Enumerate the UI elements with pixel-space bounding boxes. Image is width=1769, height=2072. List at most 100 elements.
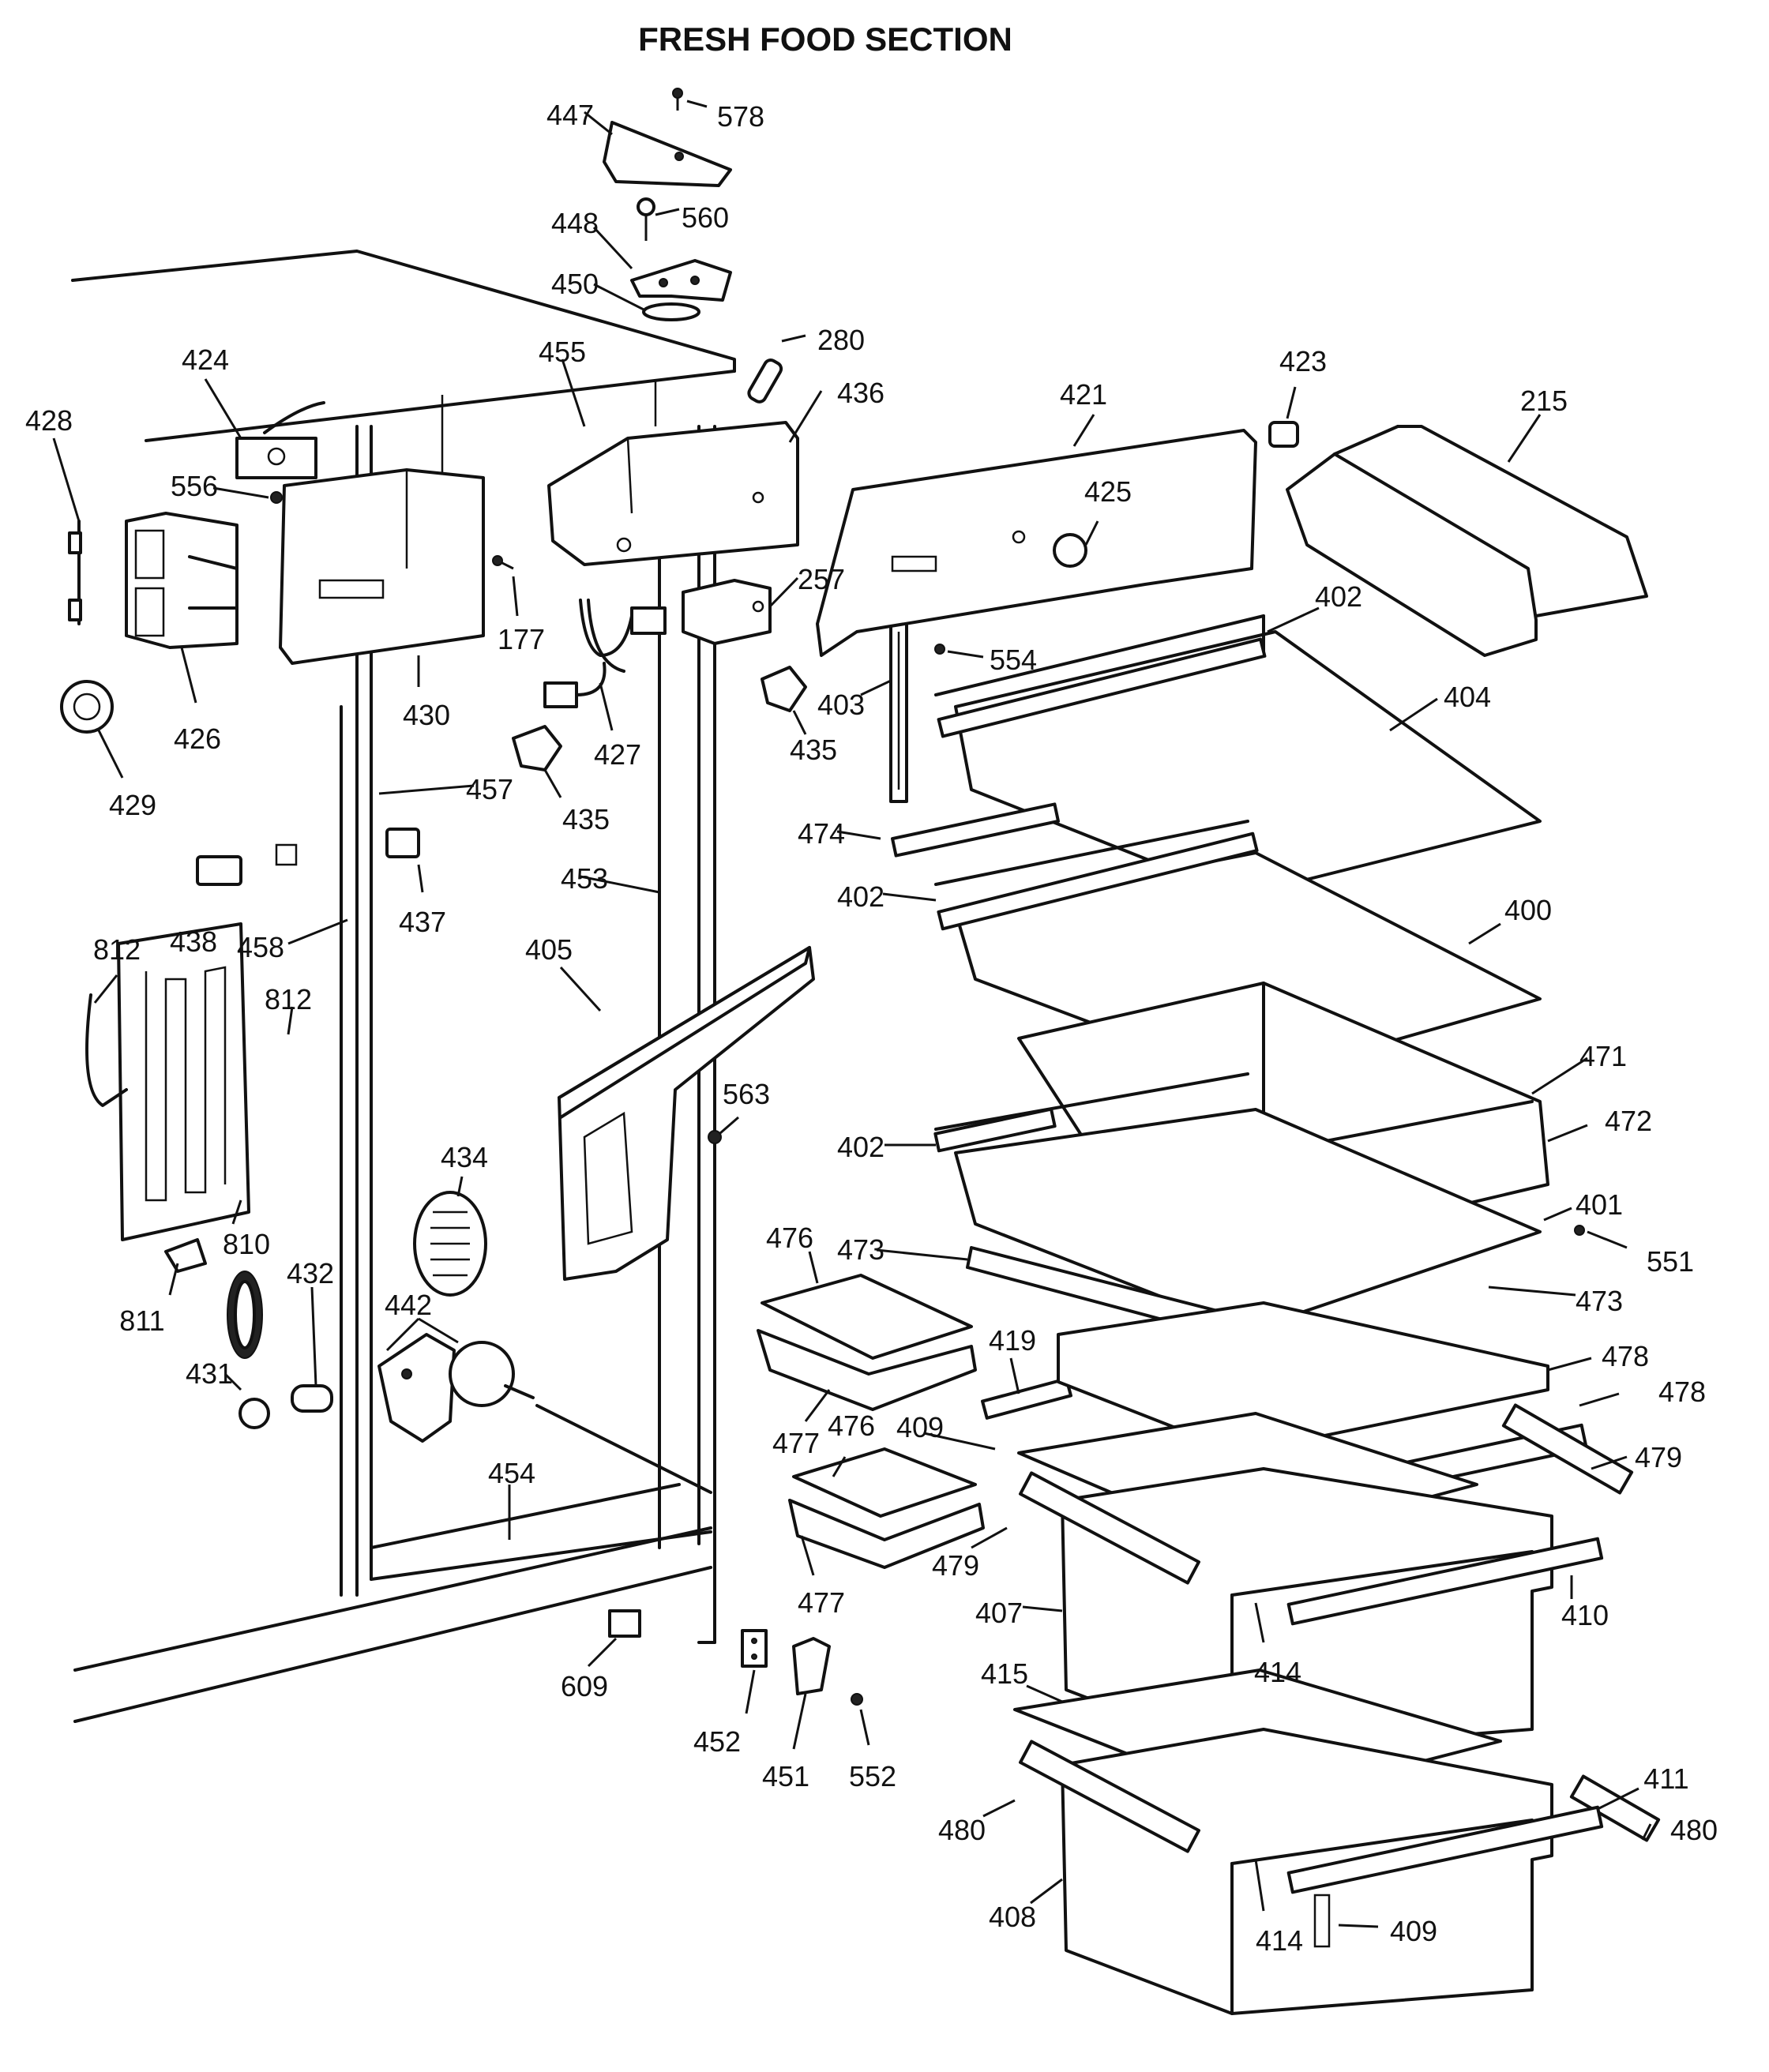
callout-554: 554 (990, 644, 1037, 676)
callout-452: 452 (693, 1725, 741, 1758)
callout-447: 447 (546, 99, 594, 131)
dish-477-upper (757, 1329, 977, 1411)
callout-414-upper: 414 (1254, 1656, 1301, 1688)
shelf-401 (934, 1072, 1542, 1332)
shelf-bracket-421 (816, 429, 1257, 657)
callout-419: 419 (989, 1324, 1036, 1357)
bumper-423 (1268, 421, 1299, 448)
callout-476-lower: 476 (828, 1409, 875, 1442)
screw-812 (287, 1006, 294, 1035)
callout-421: 421 (1060, 378, 1107, 411)
slide-480-left (1019, 1740, 1200, 1853)
callout-415: 415 (981, 1657, 1028, 1690)
callout-453: 453 (561, 862, 608, 895)
callout-434: 434 (441, 1141, 488, 1173)
callout-426: 426 (174, 723, 221, 755)
callout-578: 578 (717, 100, 764, 133)
opening-458 (275, 843, 298, 866)
callout-400: 400 (1504, 894, 1552, 926)
hinge-448 (630, 259, 732, 302)
rail-403 (889, 614, 908, 803)
callout-478-upper: 478 (1602, 1340, 1649, 1372)
callout-458: 458 (237, 931, 284, 963)
wire-harness-427 (543, 599, 667, 708)
leader-lines (52, 99, 1652, 1928)
callout-560: 560 (682, 201, 729, 234)
callout-471: 471 (1579, 1040, 1627, 1072)
callout-402-low: 402 (837, 1131, 884, 1163)
screw-554 (934, 644, 945, 655)
callout-609: 609 (561, 1670, 608, 1702)
cover-447 (603, 121, 732, 187)
dish-477-lower (788, 1499, 985, 1569)
rail-474 (891, 802, 1060, 858)
callout-431: 431 (186, 1357, 233, 1390)
hinge-451 (792, 1637, 831, 1695)
callout-811: 811 (119, 1304, 164, 1337)
rod-419 (981, 1377, 1072, 1420)
clip-811 (164, 1238, 207, 1273)
callout-437: 437 (399, 906, 446, 938)
callout-480-right: 480 (1670, 1814, 1718, 1846)
duct-426 (125, 512, 238, 649)
callout-402-top: 402 (1315, 580, 1362, 613)
screw-551 (1574, 1225, 1585, 1236)
screw-177 (492, 555, 514, 570)
callout-472: 472 (1605, 1105, 1652, 1137)
callout-473-right: 473 (1576, 1285, 1623, 1317)
dish-476-lower (792, 1447, 977, 1518)
callout-427: 427 (594, 738, 641, 771)
callout-436: 436 (837, 377, 884, 409)
callout-474: 474 (798, 817, 845, 850)
callout-810: 810 (223, 1228, 270, 1260)
slide-479-right (1501, 1403, 1634, 1495)
lens-434 (413, 1191, 487, 1297)
rail-410 (1286, 1537, 1604, 1626)
screw-556 (270, 491, 283, 504)
callout-477-lower: 477 (798, 1586, 845, 1619)
callout-435-left: 435 (562, 803, 610, 835)
callout-480-left: 480 (938, 1814, 986, 1846)
control-cover-430 (279, 468, 485, 665)
bulb-432 (291, 1384, 333, 1413)
callout-551: 551 (1647, 1245, 1694, 1278)
callout-476-upper: 476 (766, 1222, 813, 1254)
switch-438 (196, 855, 242, 886)
callout-556: 556 (171, 470, 218, 502)
callout-257: 257 (798, 563, 845, 595)
callout-430: 430 (403, 699, 450, 731)
control-housing-436 (547, 421, 799, 566)
heater-810 (85, 922, 250, 1241)
callout-478-lower: 478 (1658, 1376, 1706, 1408)
callout-424: 424 (182, 343, 229, 376)
damper-442 (377, 1333, 535, 1443)
callout-450: 450 (551, 268, 599, 300)
callout-563: 563 (723, 1078, 770, 1110)
callout-451: 451 (762, 1760, 809, 1792)
screw-552 (851, 1693, 863, 1706)
lamp-socket-435-left (512, 725, 562, 771)
callout-177: 177 (498, 623, 545, 655)
thermostat-424 (235, 401, 325, 479)
shim-450 (642, 302, 700, 321)
callout-408: 408 (989, 1901, 1036, 1933)
callout-812-left: 812 (93, 933, 141, 966)
relay-257 (682, 579, 772, 645)
callout-455: 455 (539, 336, 586, 368)
panel-405 (558, 946, 815, 1281)
callout-473-left: 473 (837, 1233, 884, 1266)
callout-411: 411 (1643, 1762, 1688, 1795)
callout-401: 401 (1576, 1188, 1623, 1221)
callout-432: 432 (287, 1257, 334, 1289)
light-socket-429 (60, 680, 114, 734)
callout-402-mid: 402 (837, 880, 884, 913)
callout-404: 404 (1444, 681, 1491, 713)
callout-435-right: 435 (790, 734, 837, 766)
plate-452 (741, 1629, 768, 1668)
callout-280: 280 (817, 324, 865, 356)
callout-454: 454 (488, 1457, 535, 1489)
callout-479-right: 479 (1635, 1441, 1682, 1473)
callout-438: 438 (170, 925, 217, 958)
callout-457: 457 (466, 773, 513, 805)
